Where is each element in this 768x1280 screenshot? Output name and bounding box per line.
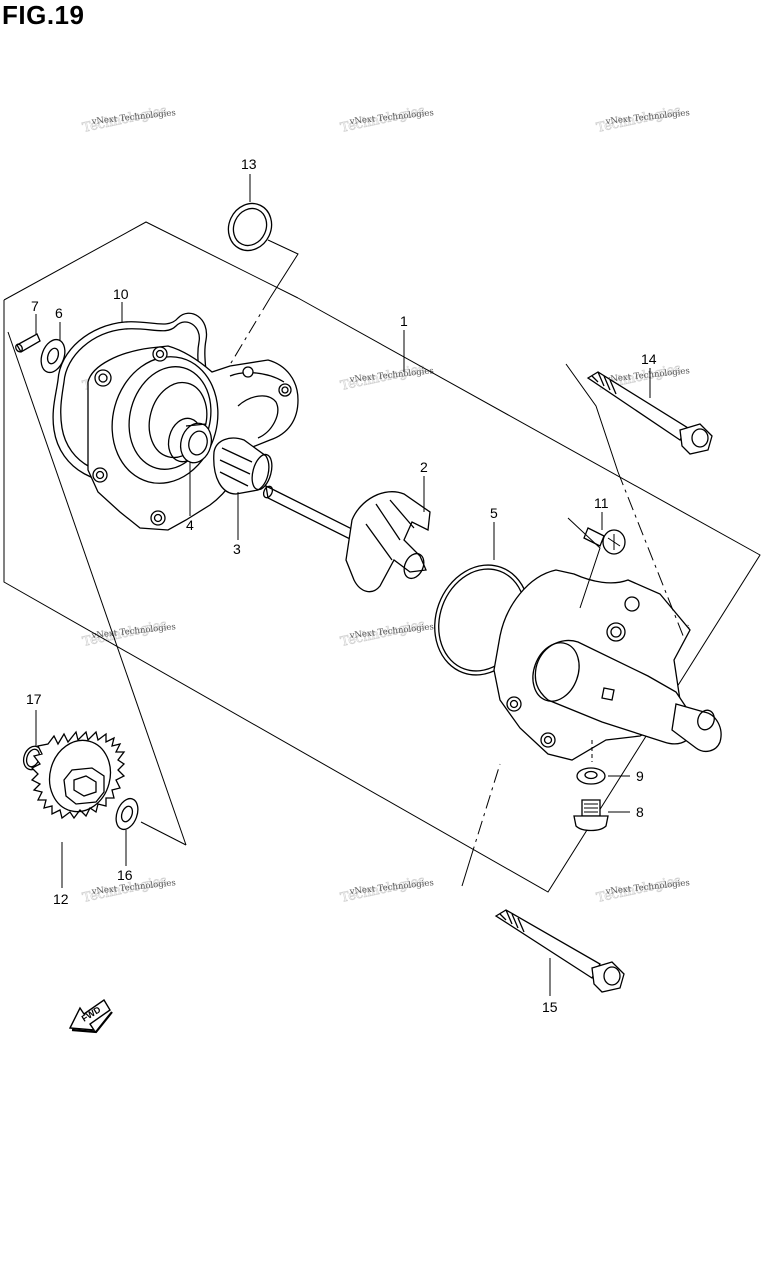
part-3-mechanical-seal: [213, 437, 273, 495]
callout-4: 4: [186, 517, 194, 533]
part-2-impeller-shaft: [262, 484, 431, 593]
assembly-outline: [3, 221, 761, 893]
callout-12: 12: [53, 891, 69, 907]
fwd-arrow-icon: FWD: [68, 998, 113, 1034]
part-1-pump-body: [493, 569, 722, 761]
callout-17: 17: [26, 691, 42, 707]
callout-11: 11: [594, 495, 609, 511]
leader-lines: [35, 174, 651, 996]
callout-labels: 13 1 7 6 10 14 2 11 5 4 3 17 9 8 16 12 1…: [26, 156, 657, 1015]
callout-1: 1: [400, 313, 408, 329]
callout-8: 8: [636, 804, 644, 820]
part-15-bolt: [461, 763, 625, 993]
part-7-dowel-pin: [15, 333, 41, 353]
callout-16: 16: [117, 867, 133, 883]
part-14-bolt: [565, 363, 713, 639]
figure-title: FIG.19: [2, 0, 85, 30]
callout-9: 9: [636, 768, 644, 784]
part-13-o-ring: [227, 202, 299, 369]
callout-10: 10: [113, 286, 129, 302]
callout-14: 14: [641, 351, 657, 367]
callout-5: 5: [490, 505, 498, 521]
part-16-washer: [115, 797, 139, 831]
part-6-washer: [40, 338, 66, 374]
part-9-washer: [576, 740, 606, 785]
callout-3: 3: [233, 541, 241, 557]
callout-7: 7: [31, 298, 39, 314]
callout-15: 15: [542, 999, 558, 1015]
part-11-screw: [567, 517, 626, 609]
callout-2: 2: [420, 459, 428, 475]
callout-13: 13: [241, 156, 257, 172]
part-12-gear: [30, 730, 126, 820]
part-8-drain-bolt: [573, 799, 609, 832]
part-4-oil-seal: [179, 422, 213, 464]
callout-6: 6: [55, 305, 63, 321]
